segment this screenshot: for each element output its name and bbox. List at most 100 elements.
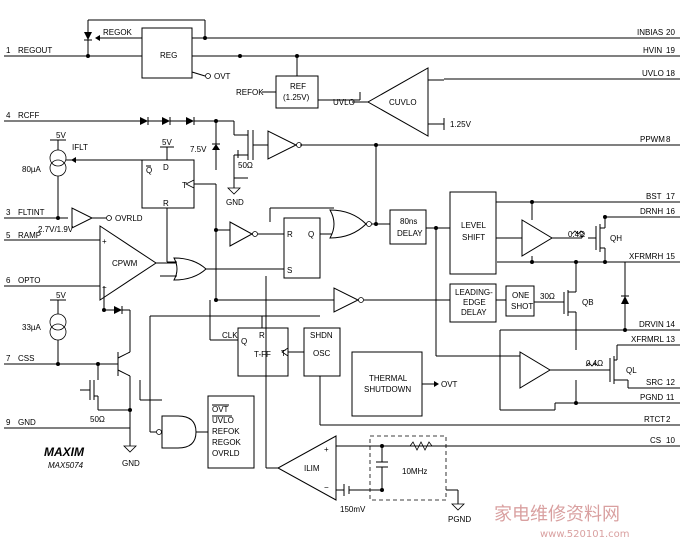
fault-section: OVT UVLO REFOK REGOK OVRLD [150, 395, 255, 469]
thermal-line1: THERMAL [369, 374, 408, 383]
cuvlo-section: CUVLO 1.25V UVLO [333, 67, 472, 137]
cpwm-plus: + [102, 237, 107, 246]
level-shift-section: LEVEL SHIFT [449, 191, 534, 275]
ref-voltage: (1.25V) [283, 93, 310, 102]
fault-ovrld: OVRLD [212, 449, 240, 458]
fault-list-box [207, 395, 255, 469]
pin-num-17: 17 [666, 192, 675, 201]
led-line3: DELAY [461, 308, 487, 317]
t-flipflop [237, 327, 289, 377]
low-side-driver [519, 351, 551, 389]
i80ua-label: 80µA [22, 165, 42, 174]
cuvlo-comparator [366, 67, 429, 137]
sr-latch-section: R Q S [216, 207, 334, 279]
pin-num-10: 10 [666, 436, 675, 445]
led-line1: LEADING- [455, 288, 493, 297]
pin-css: CSS [18, 354, 34, 363]
pin-gnd: GND [18, 418, 36, 427]
watermark: 家电维修资料网 www.520101.com [494, 504, 630, 540]
pin-num-13: 13 [666, 335, 675, 344]
v5-top-label: 5V [56, 131, 66, 140]
pin-rtct: RTCT [644, 415, 665, 424]
tff-q-label: Q [241, 337, 247, 346]
pin-num-9: 9 [6, 418, 11, 427]
rcff-diode-3 [186, 117, 194, 125]
sr-q-label: Q [308, 230, 314, 239]
osc-section: CLK R Q T-FF T SHDN OSC [149, 300, 341, 432]
pin-num-16: 16 [666, 207, 675, 216]
watermark-cn: 家电维修资料网 [494, 504, 620, 525]
v125-label: 1.25V [450, 120, 472, 129]
v75-label: 7.5V [190, 145, 207, 154]
level-line2: SHIFT [462, 233, 485, 242]
pin-num-3: 3 [6, 208, 11, 217]
ql-section: 0.4Ω QL [499, 330, 637, 411]
pin-num-4: 4 [6, 111, 11, 120]
pin-pgnd: PGND [640, 393, 663, 402]
dff-section: Q D T R 5V [141, 138, 218, 302]
ovrld-label: OVRLD [115, 214, 143, 223]
tff-label: T-FF [254, 350, 271, 359]
or-gate-1 [160, 257, 284, 281]
ff-q-label: Q [146, 166, 152, 175]
pin-regout: REGOUT [18, 46, 52, 55]
nor-gate [329, 209, 367, 239]
pin-uvlo: UVLO [642, 69, 664, 78]
ref-block [275, 75, 319, 109]
css-diode [114, 306, 122, 314]
qh-label: QH [610, 234, 622, 243]
fault-regok: REGOK [212, 438, 242, 447]
sr-latch [283, 217, 321, 279]
v5-css-label: 5V [56, 291, 66, 300]
delay-block [389, 209, 427, 245]
pin-opto: OPTO [18, 276, 41, 285]
qh-section: 0.4Ω QH [521, 215, 622, 264]
oneshot-line1: ONE [512, 291, 529, 300]
pin-num-19: 19 [666, 46, 675, 55]
uvlo-label: UVLO [333, 98, 355, 107]
osc-label: OSC [313, 349, 331, 358]
pin-num-20: 20 [666, 28, 675, 37]
ff-r-label: R [163, 199, 169, 208]
oneshot-line2: SHOT [511, 302, 533, 311]
fault-gate [161, 415, 197, 449]
ovt-label-reg: OVT [214, 72, 231, 81]
sr-input-buffer [229, 221, 254, 247]
ppwm-buffer [267, 130, 298, 160]
pin-num-12: 12 [666, 378, 675, 387]
level-line1: LEVEL [461, 221, 486, 230]
delay-line2: DELAY [397, 229, 423, 238]
cpwm-label: CPWM [112, 259, 138, 268]
thermal-line2: SHUTDOWN [364, 385, 411, 394]
filter-box [369, 435, 447, 501]
pin-num-11: 11 [666, 393, 675, 402]
ilim-comparator [276, 435, 337, 501]
pin-num-15: 15 [666, 252, 675, 261]
css-current-source [49, 313, 67, 331]
pin-num-2: 2 [666, 415, 671, 424]
pin-drvin: DRVIN [639, 320, 664, 329]
v150mv-label: 150mV [340, 505, 366, 514]
reg-block [141, 27, 193, 79]
ilim-plus: + [324, 445, 329, 454]
pin-ramp: RAMP [18, 231, 41, 240]
pin-num-8: 8 [666, 135, 671, 144]
reg-section: REG REGOK OVT [84, 19, 242, 81]
pin-xfrmrl: XFRMRL [631, 335, 664, 344]
gnd-bottom-label: GND [122, 459, 140, 468]
pin-cs: CS [650, 436, 661, 445]
r04l-label: 0.4Ω [586, 359, 603, 368]
i33ua-label: 33µA [22, 323, 42, 332]
ref-section: REF (1.25V) REFOK [236, 54, 361, 109]
refok-label: REFOK [236, 88, 264, 97]
leb-buffer [333, 287, 360, 313]
sr-r-label: R [287, 230, 293, 239]
maxim-logo: MAXIM MAX5074 [44, 445, 85, 470]
ff-t-label: T [182, 181, 187, 190]
qb-section: LEADING- EDGE DELAY ONE SHOT 30Ω QB [216, 260, 629, 332]
led-line2: EDGE [463, 298, 486, 307]
cpwm-comparator [99, 225, 157, 301]
part-number: MAX5074 [48, 461, 84, 470]
pin-num-14: 14 [666, 320, 675, 329]
